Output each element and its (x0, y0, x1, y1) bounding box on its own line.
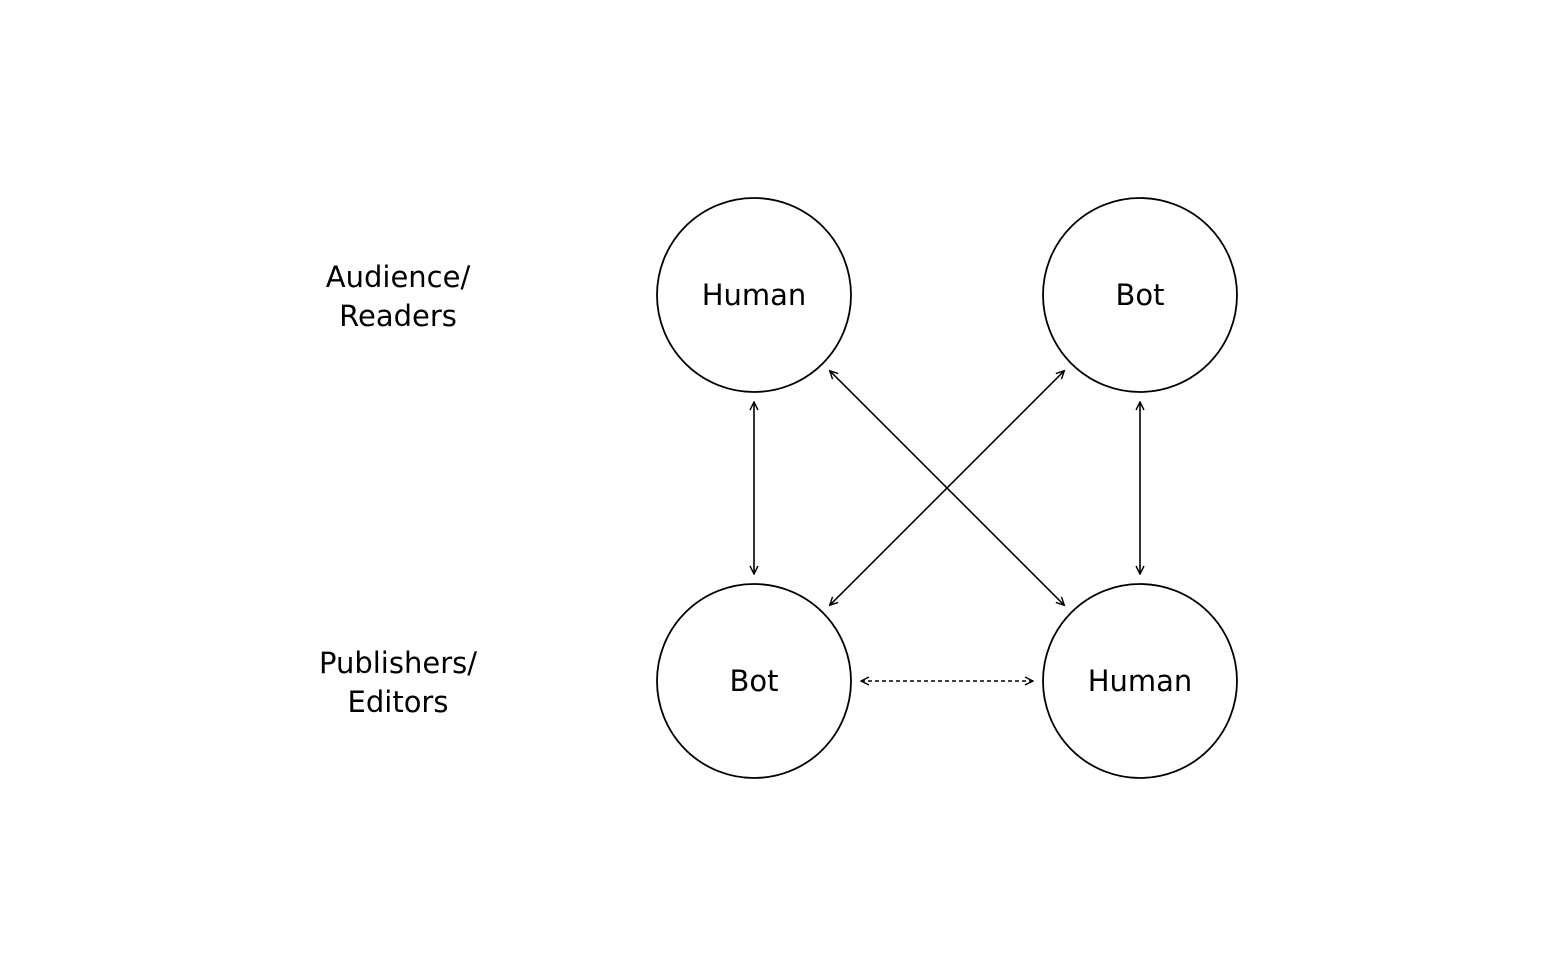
node-bottom-right-human: Human (1042, 583, 1238, 779)
node-label: Human (1088, 664, 1193, 698)
node-circle (656, 197, 852, 393)
node-label: Bot (729, 664, 778, 698)
row-label-audience-line1: Audience/ (326, 260, 471, 294)
row-label-publishers-line2: Editors (348, 685, 449, 719)
node-label: Bot (1115, 278, 1164, 312)
arrow-top-right-to-bottom-left (830, 371, 1065, 606)
node-bottom-left-bot: Bot (656, 583, 852, 779)
node-label: Human (702, 278, 807, 312)
node-circle (1042, 197, 1238, 393)
node-circle (1042, 583, 1238, 779)
node-top-left-human: Human (656, 197, 852, 393)
row-label-publishers: Publishers/ Editors (319, 646, 477, 719)
node-circle (656, 583, 852, 779)
edges-layer (754, 371, 1140, 681)
node-top-right-bot: Bot (1042, 197, 1238, 393)
row-label-publishers-line1: Publishers/ (319, 646, 477, 680)
row-label-audience-line2: Readers (339, 299, 457, 333)
row-label-audience: Audience/ Readers (326, 260, 471, 333)
